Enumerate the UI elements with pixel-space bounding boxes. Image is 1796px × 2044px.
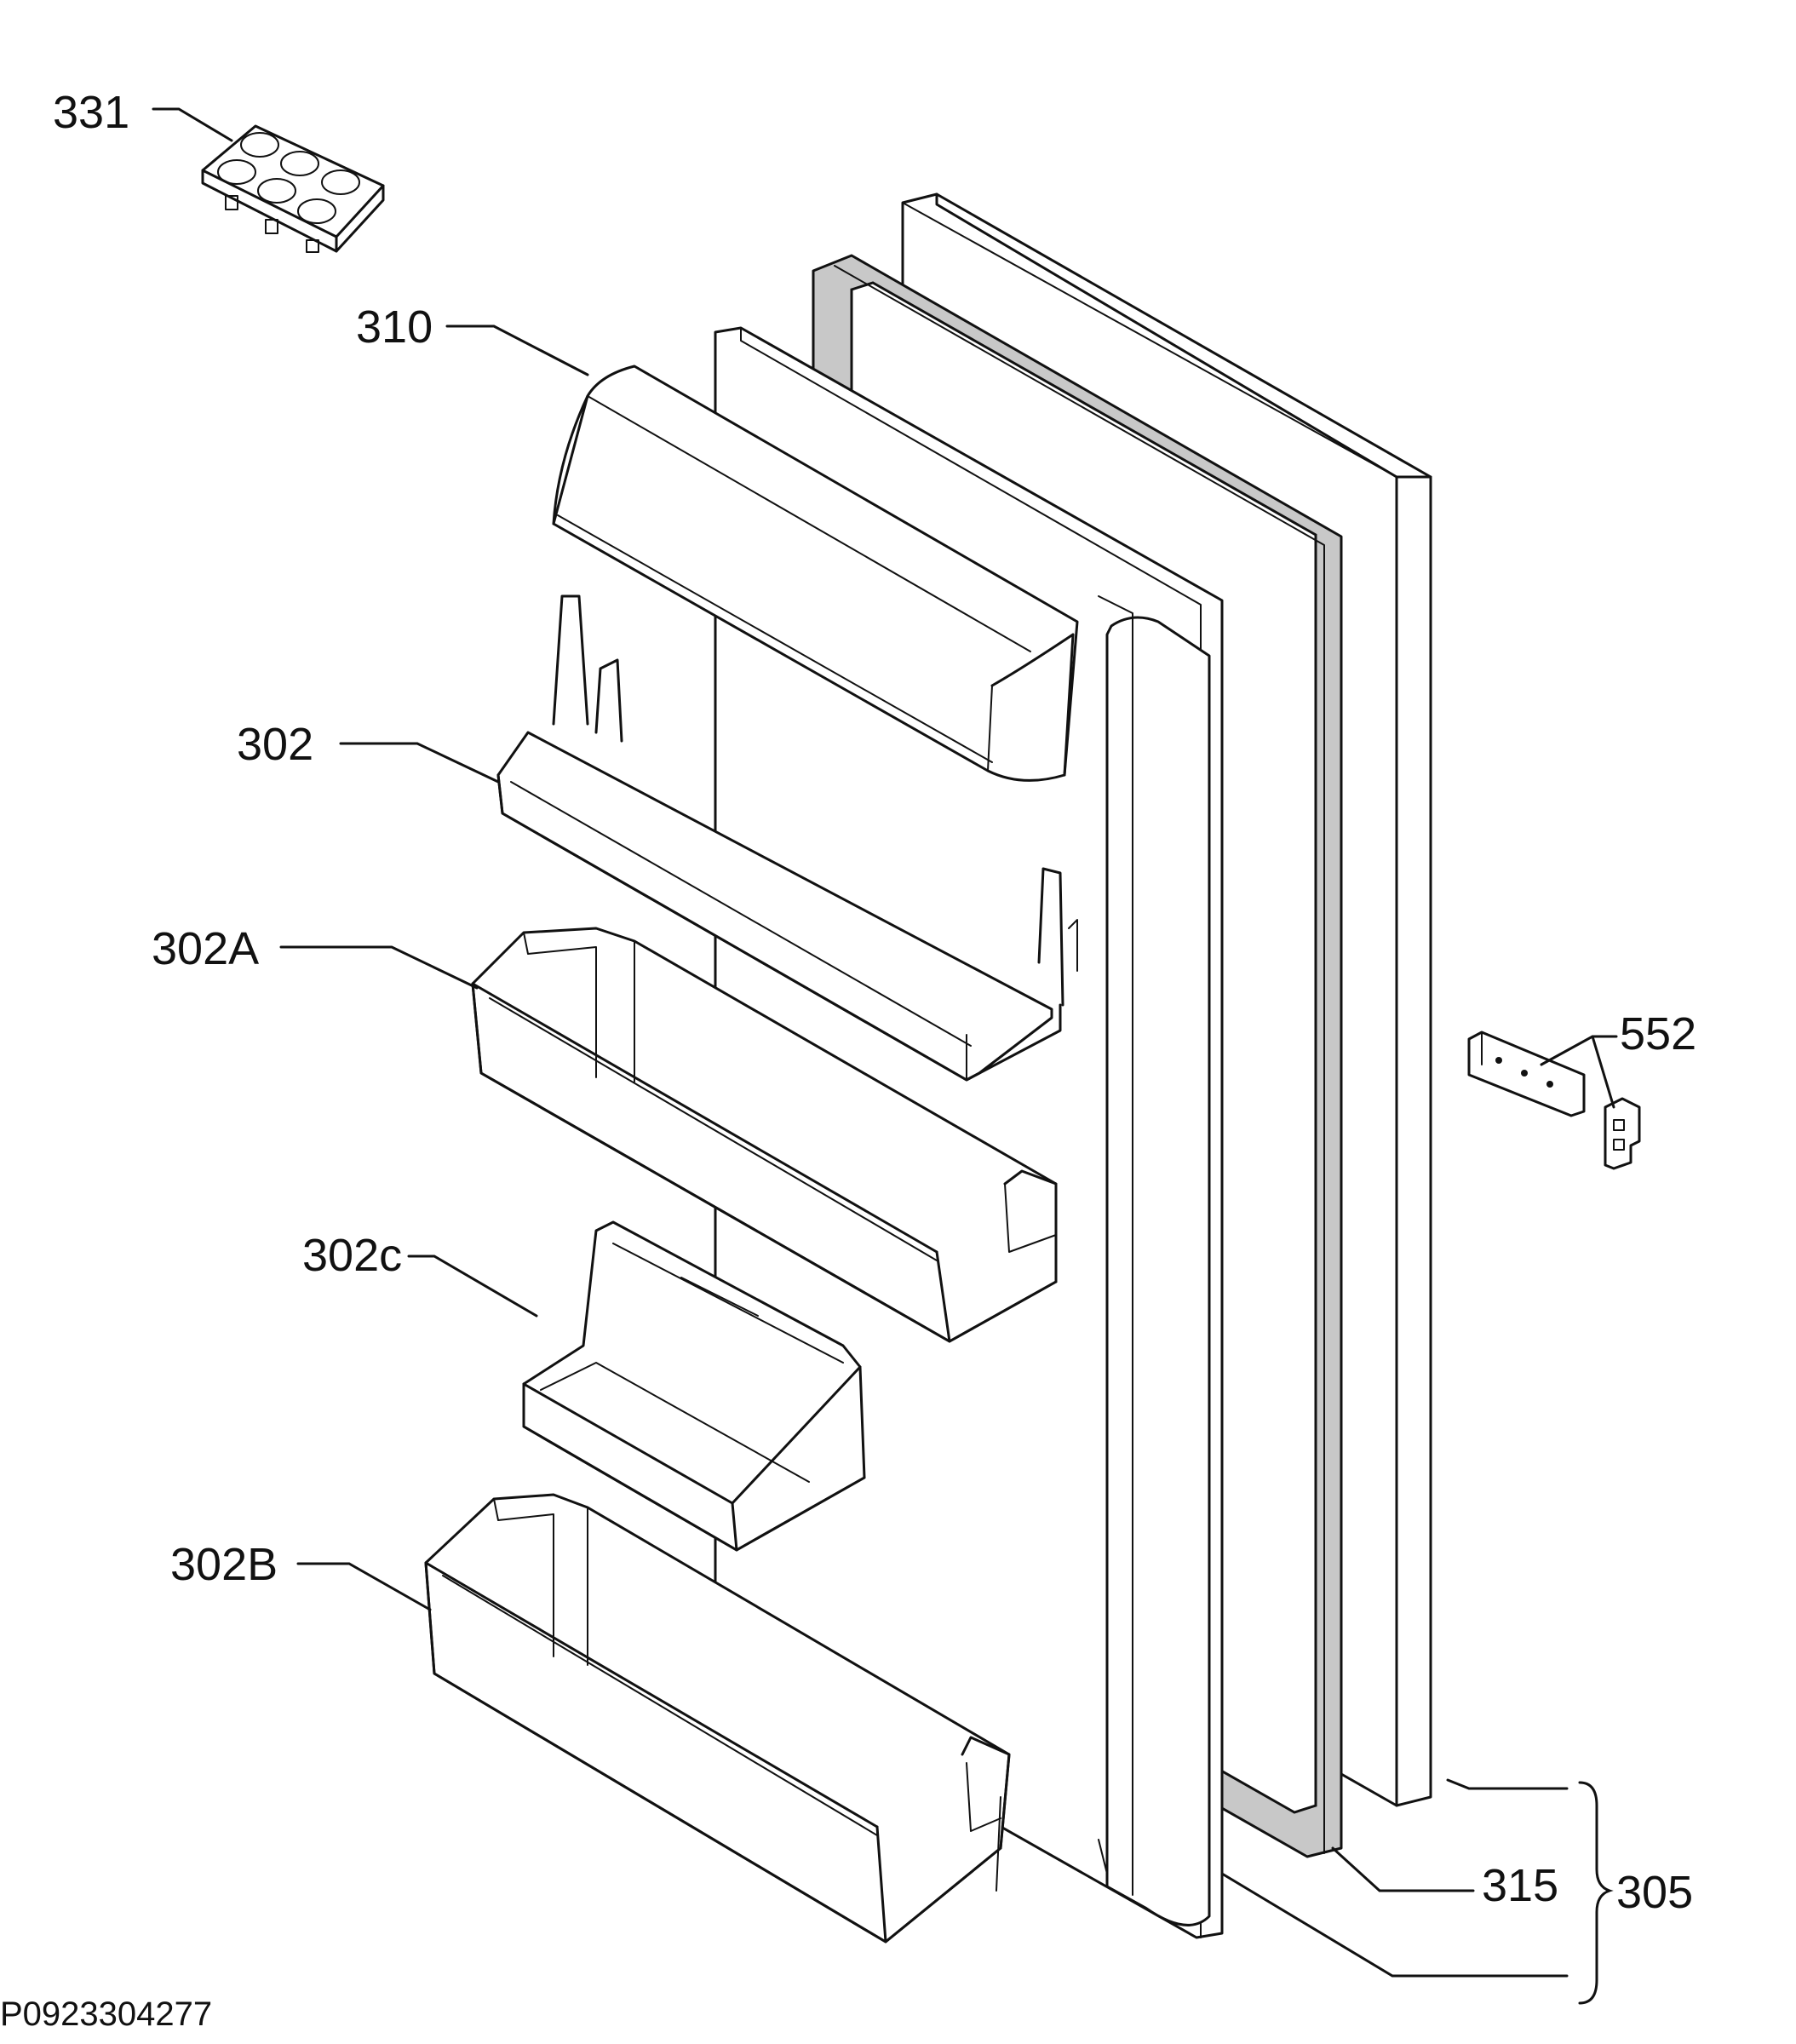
door-frame-edge <box>1098 595 1211 1926</box>
door-shelf-middle <box>471 927 1058 1343</box>
label-302b: 302B <box>170 1539 278 1590</box>
label-305: 305 <box>1616 1867 1693 1918</box>
door-shelf-upper <box>496 594 1078 1082</box>
label-310: 310 <box>356 301 433 353</box>
reference-code: P0923304277 <box>0 1995 212 2033</box>
egg-tray <box>201 124 385 253</box>
hinge-bracket <box>1467 1031 1641 1170</box>
label-315: 315 <box>1482 1860 1558 1911</box>
dairy-compartment-flap <box>552 365 1079 782</box>
label-552: 552 <box>1620 1008 1696 1059</box>
door-shelf-bottom <box>424 1493 1011 1944</box>
label-302c: 302c <box>302 1230 402 1281</box>
label-302: 302 <box>237 719 313 770</box>
door-small-box <box>522 1220 866 1552</box>
label-302a: 302A <box>152 923 259 974</box>
leader-lines <box>152 107 1618 2005</box>
label-331: 331 <box>53 87 129 138</box>
